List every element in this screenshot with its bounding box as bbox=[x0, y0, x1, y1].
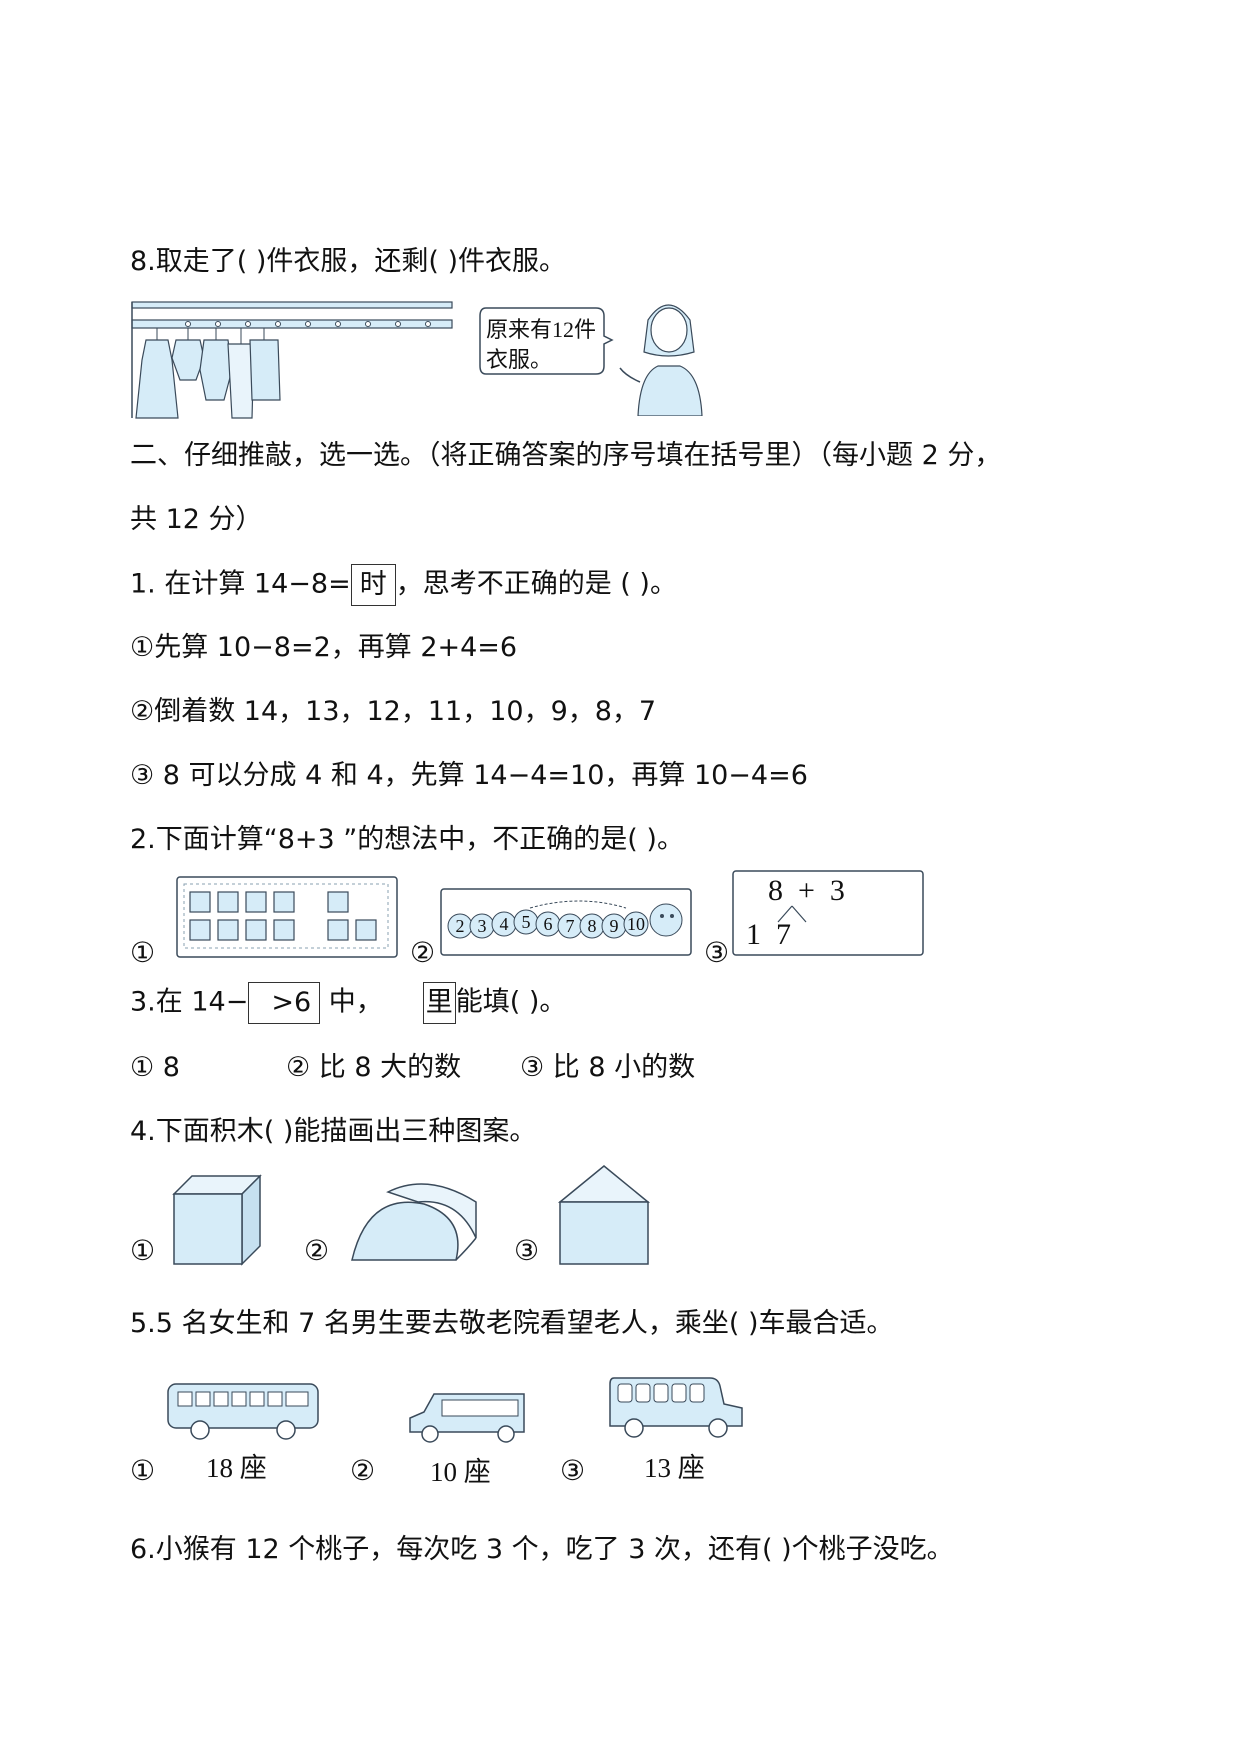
q8-text: 8.取走了( )件衣服，还剩( )件衣服。 bbox=[130, 246, 567, 277]
q1-prefix: 1. 在计算 14−8= bbox=[130, 568, 351, 600]
q5-question: 5.5 名女生和 7 名男生要去敬老院看望老人，乘坐( )车最合适。 bbox=[130, 1308, 894, 1339]
speech-bubble bbox=[479, 307, 614, 375]
q3-prefix: 3.在 14− bbox=[130, 986, 249, 1018]
q4-marker-3: ③ bbox=[514, 1234, 540, 1267]
q2-question: 2.下面计算“8+3 ”的想法中，不正确的是( )。 bbox=[130, 824, 684, 855]
q1-option-3: ③ 8 可以分成 4 和 4，先算 14−4=10，再算 10−4=6 bbox=[130, 760, 808, 791]
speech-line-1: 原来有12件 bbox=[486, 317, 597, 342]
q2-marker-1: ① bbox=[130, 936, 156, 969]
cat-digit: 8 bbox=[588, 916, 597, 936]
q2-marker-2: ② bbox=[410, 936, 436, 969]
q3-option-1: ① 8 bbox=[130, 1052, 180, 1083]
cat-digit: 6 bbox=[544, 914, 553, 934]
decompose-top: 8 + 3 bbox=[768, 874, 845, 907]
teacher-figure bbox=[619, 304, 703, 416]
cat-digit: 5 bbox=[522, 912, 531, 932]
bus-1-seats: 18 座 bbox=[206, 1453, 267, 1483]
decompose-bottom: 1 7 bbox=[746, 918, 791, 951]
bus-2-seats: 10 座 bbox=[430, 1457, 491, 1487]
cat-digit: 10 bbox=[627, 914, 645, 934]
cat-digit: 7 bbox=[566, 916, 575, 936]
q5-marker-3: ③ bbox=[560, 1454, 586, 1487]
q2-marker-3: ③ bbox=[704, 936, 730, 969]
bus-3-seats: 13 座 bbox=[644, 1453, 705, 1483]
cat-digit: 3 bbox=[478, 916, 487, 936]
q3-box-2: 里 bbox=[422, 982, 456, 1024]
q4-marker-1: ① bbox=[130, 1234, 156, 1267]
q1-option-2: ②倒着数 14，13，12，11，10，9，8，7 bbox=[130, 696, 657, 727]
cat-digit: 4 bbox=[500, 914, 509, 934]
speech-line-2: 衣服。 bbox=[486, 347, 553, 372]
q3-middle: 中， bbox=[320, 986, 383, 1018]
decompose-figure bbox=[732, 870, 924, 956]
q3-box-1: >6 bbox=[248, 982, 321, 1024]
section2-heading-line2: 共 12 分） bbox=[130, 504, 263, 535]
q1-answer-box: 时 bbox=[350, 564, 396, 606]
bus-13-seats bbox=[609, 1377, 743, 1438]
section2-heading-line1: 二、仔细推敲，选一选。（将正确答案的序号填在括号里）（每小题 2 分， bbox=[130, 440, 1002, 471]
q1-suffix: ，思考不正确的是 ( )。 bbox=[395, 568, 677, 600]
cat-digit: 2 bbox=[456, 916, 465, 936]
bus-10-seats bbox=[409, 1393, 525, 1443]
caterpillar-figure: 2 3 4 5 6 7 8 9 10 bbox=[440, 888, 692, 956]
q1-option-1: ①先算 10−8=2，再算 2+4=6 bbox=[130, 632, 518, 663]
arch-block bbox=[351, 1183, 477, 1261]
clothes-rack-figure bbox=[131, 301, 453, 419]
q3-option-3: ③ 比 8 小的数 bbox=[520, 1052, 696, 1083]
cubes-figure bbox=[176, 876, 398, 958]
q3-question: 3.在 14−>6 中， 里能填( )。 bbox=[130, 982, 566, 1024]
q3-option-2: ② 比 8 大的数 bbox=[286, 1052, 462, 1083]
cat-digit: 9 bbox=[610, 916, 619, 936]
q4-marker-2: ② bbox=[304, 1234, 330, 1267]
q5-marker-2: ② bbox=[350, 1454, 376, 1487]
cube-block bbox=[172, 1174, 262, 1266]
q1-question: 1. 在计算 14−8=时，思考不正确的是 ( )。 bbox=[130, 564, 677, 606]
q4-question: 4.下面积木( )能描画出三种图案。 bbox=[130, 1116, 537, 1147]
bus-18-seats bbox=[167, 1383, 319, 1440]
q5-marker-1: ① bbox=[130, 1454, 156, 1487]
prism-block bbox=[557, 1165, 651, 1265]
q6-question: 6.小猴有 12 个桃子，每次吃 3 个，吃了 3 次，还有( )个桃子没吃。 bbox=[130, 1534, 954, 1565]
q3-suffix: 能填( )。 bbox=[455, 986, 567, 1018]
